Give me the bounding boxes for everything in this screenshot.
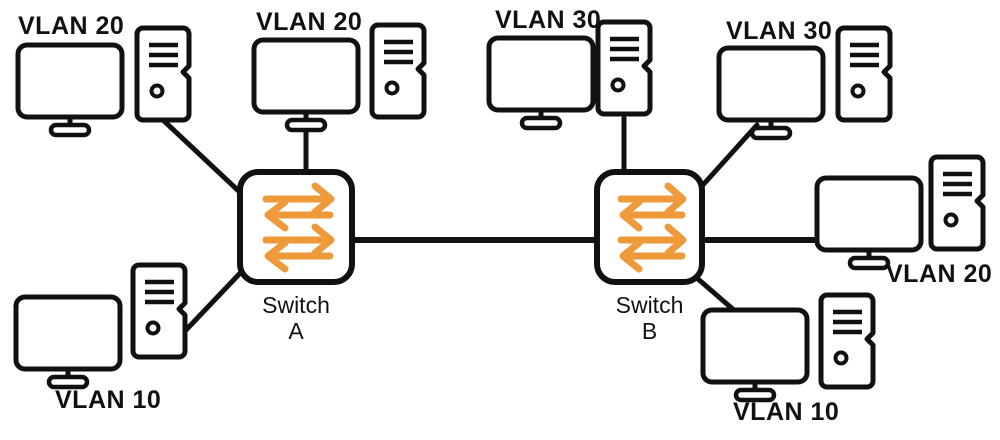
link-a-bottom-left [183, 265, 248, 333]
monitor-icon [703, 310, 807, 400]
tower-icon [821, 295, 873, 387]
vlan-label-right-vlan20: VLAN 20 [886, 260, 993, 288]
tower-icon [133, 265, 185, 357]
ws-bottom-left-vlan10[interactable] [16, 265, 185, 387]
vlan-label-bottom-right-vlan10: VLAN 10 [733, 398, 840, 426]
vlan-label-top-vlan30-left: VLAN 30 [495, 6, 602, 34]
ws-top-mid-vlan20[interactable] [254, 25, 424, 130]
ws-bottom-right-vlan10[interactable] [703, 295, 873, 400]
switch-a[interactable] [237, 169, 355, 285]
monitor-icon [16, 297, 120, 387]
monitor-icon [18, 45, 122, 135]
tower-icon [372, 25, 424, 117]
link-b-top-right-v30 [699, 122, 760, 189]
switch-a-label: Switch A [240, 292, 352, 345]
ws-top-vlan30-left[interactable] [489, 22, 650, 128]
switch-b-label-line2: B [641, 318, 658, 345]
tower-icon [838, 28, 890, 120]
vlan-label-bottom-left-vlan10: VLAN 10 [55, 386, 162, 414]
switch-a-arrows-icon [262, 182, 335, 273]
monitor-icon [817, 178, 921, 268]
switch-b-label: Switch B [597, 292, 702, 345]
monitor-icon [254, 40, 358, 130]
ws-right-vlan20[interactable] [817, 157, 983, 268]
switch-b-body [594, 169, 705, 285]
workstations-layer [16, 22, 983, 400]
tower-icon [931, 157, 983, 249]
vlan-label-top-right-vlan30: VLAN 30 [726, 17, 833, 45]
vlan-label-top-left: VLAN 20 [18, 12, 125, 40]
switch-b-label-line1: Switch [615, 292, 684, 318]
switch-b-arrows-icon [617, 182, 687, 273]
vlan-label-top-mid: VLAN 20 [256, 8, 363, 36]
switch-a-body [237, 169, 355, 285]
tower-icon [137, 28, 189, 120]
links-layer [160, 115, 820, 333]
ws-top-left-vlan20[interactable] [18, 28, 189, 135]
monitor-icon [489, 38, 593, 128]
switch-b[interactable] [594, 169, 705, 285]
switch-a-label-line2: A [288, 318, 304, 345]
link-a-top-left [160, 117, 248, 200]
tower-icon [598, 22, 650, 114]
switch-a-label-line1: Switch [262, 292, 330, 318]
monitor-icon [719, 48, 823, 138]
